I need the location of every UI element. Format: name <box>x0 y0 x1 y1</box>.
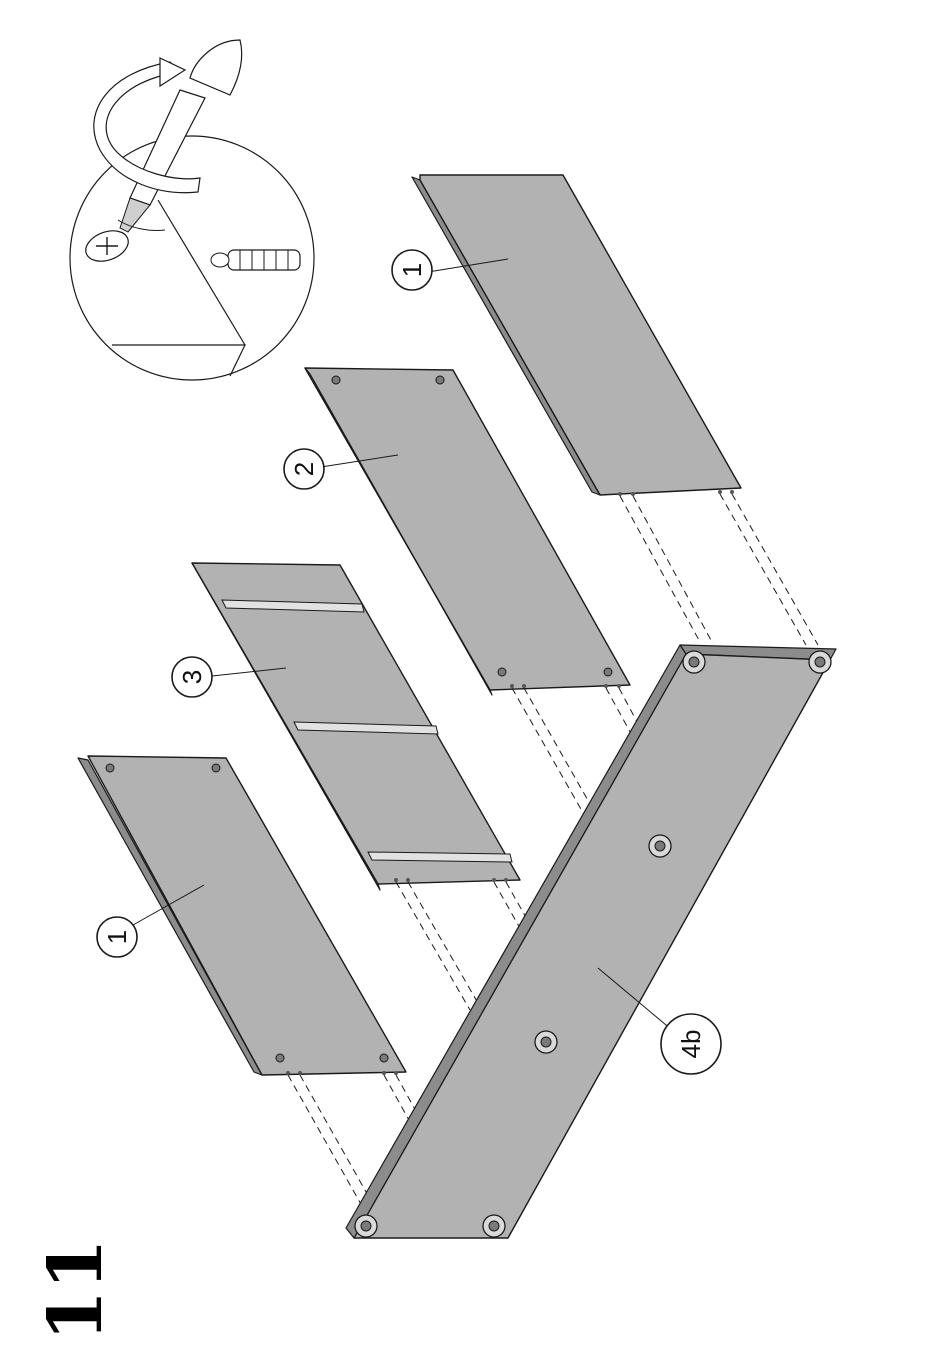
part-label-side-panel-bottom: 1 <box>97 917 137 957</box>
step-number: 11 <box>33 1239 119 1342</box>
cam-lock-2 <box>809 651 831 673</box>
detail-inset <box>70 40 314 380</box>
cam-lock-1 <box>683 651 705 673</box>
part-label-drawer-rail-panel: 3 <box>172 657 212 697</box>
cam-lock-6 <box>483 1215 505 1237</box>
cam-lock-4 <box>535 1031 557 1053</box>
cam-lock-5 <box>355 1215 377 1237</box>
svg-text:1: 1 <box>102 930 132 944</box>
svg-text:4b: 4b <box>676 1030 706 1059</box>
svg-text:1: 1 <box>397 263 427 277</box>
drawer-rail-bottom <box>368 852 512 862</box>
svg-text:3: 3 <box>177 670 207 684</box>
part-label-middle-panel: 2 <box>284 449 324 489</box>
svg-text:2: 2 <box>289 462 319 476</box>
cam-lock-3 <box>649 835 671 857</box>
part-label-side-panel-top: 1 <box>392 250 432 290</box>
part-label-base-panel: 4b <box>661 1014 721 1074</box>
